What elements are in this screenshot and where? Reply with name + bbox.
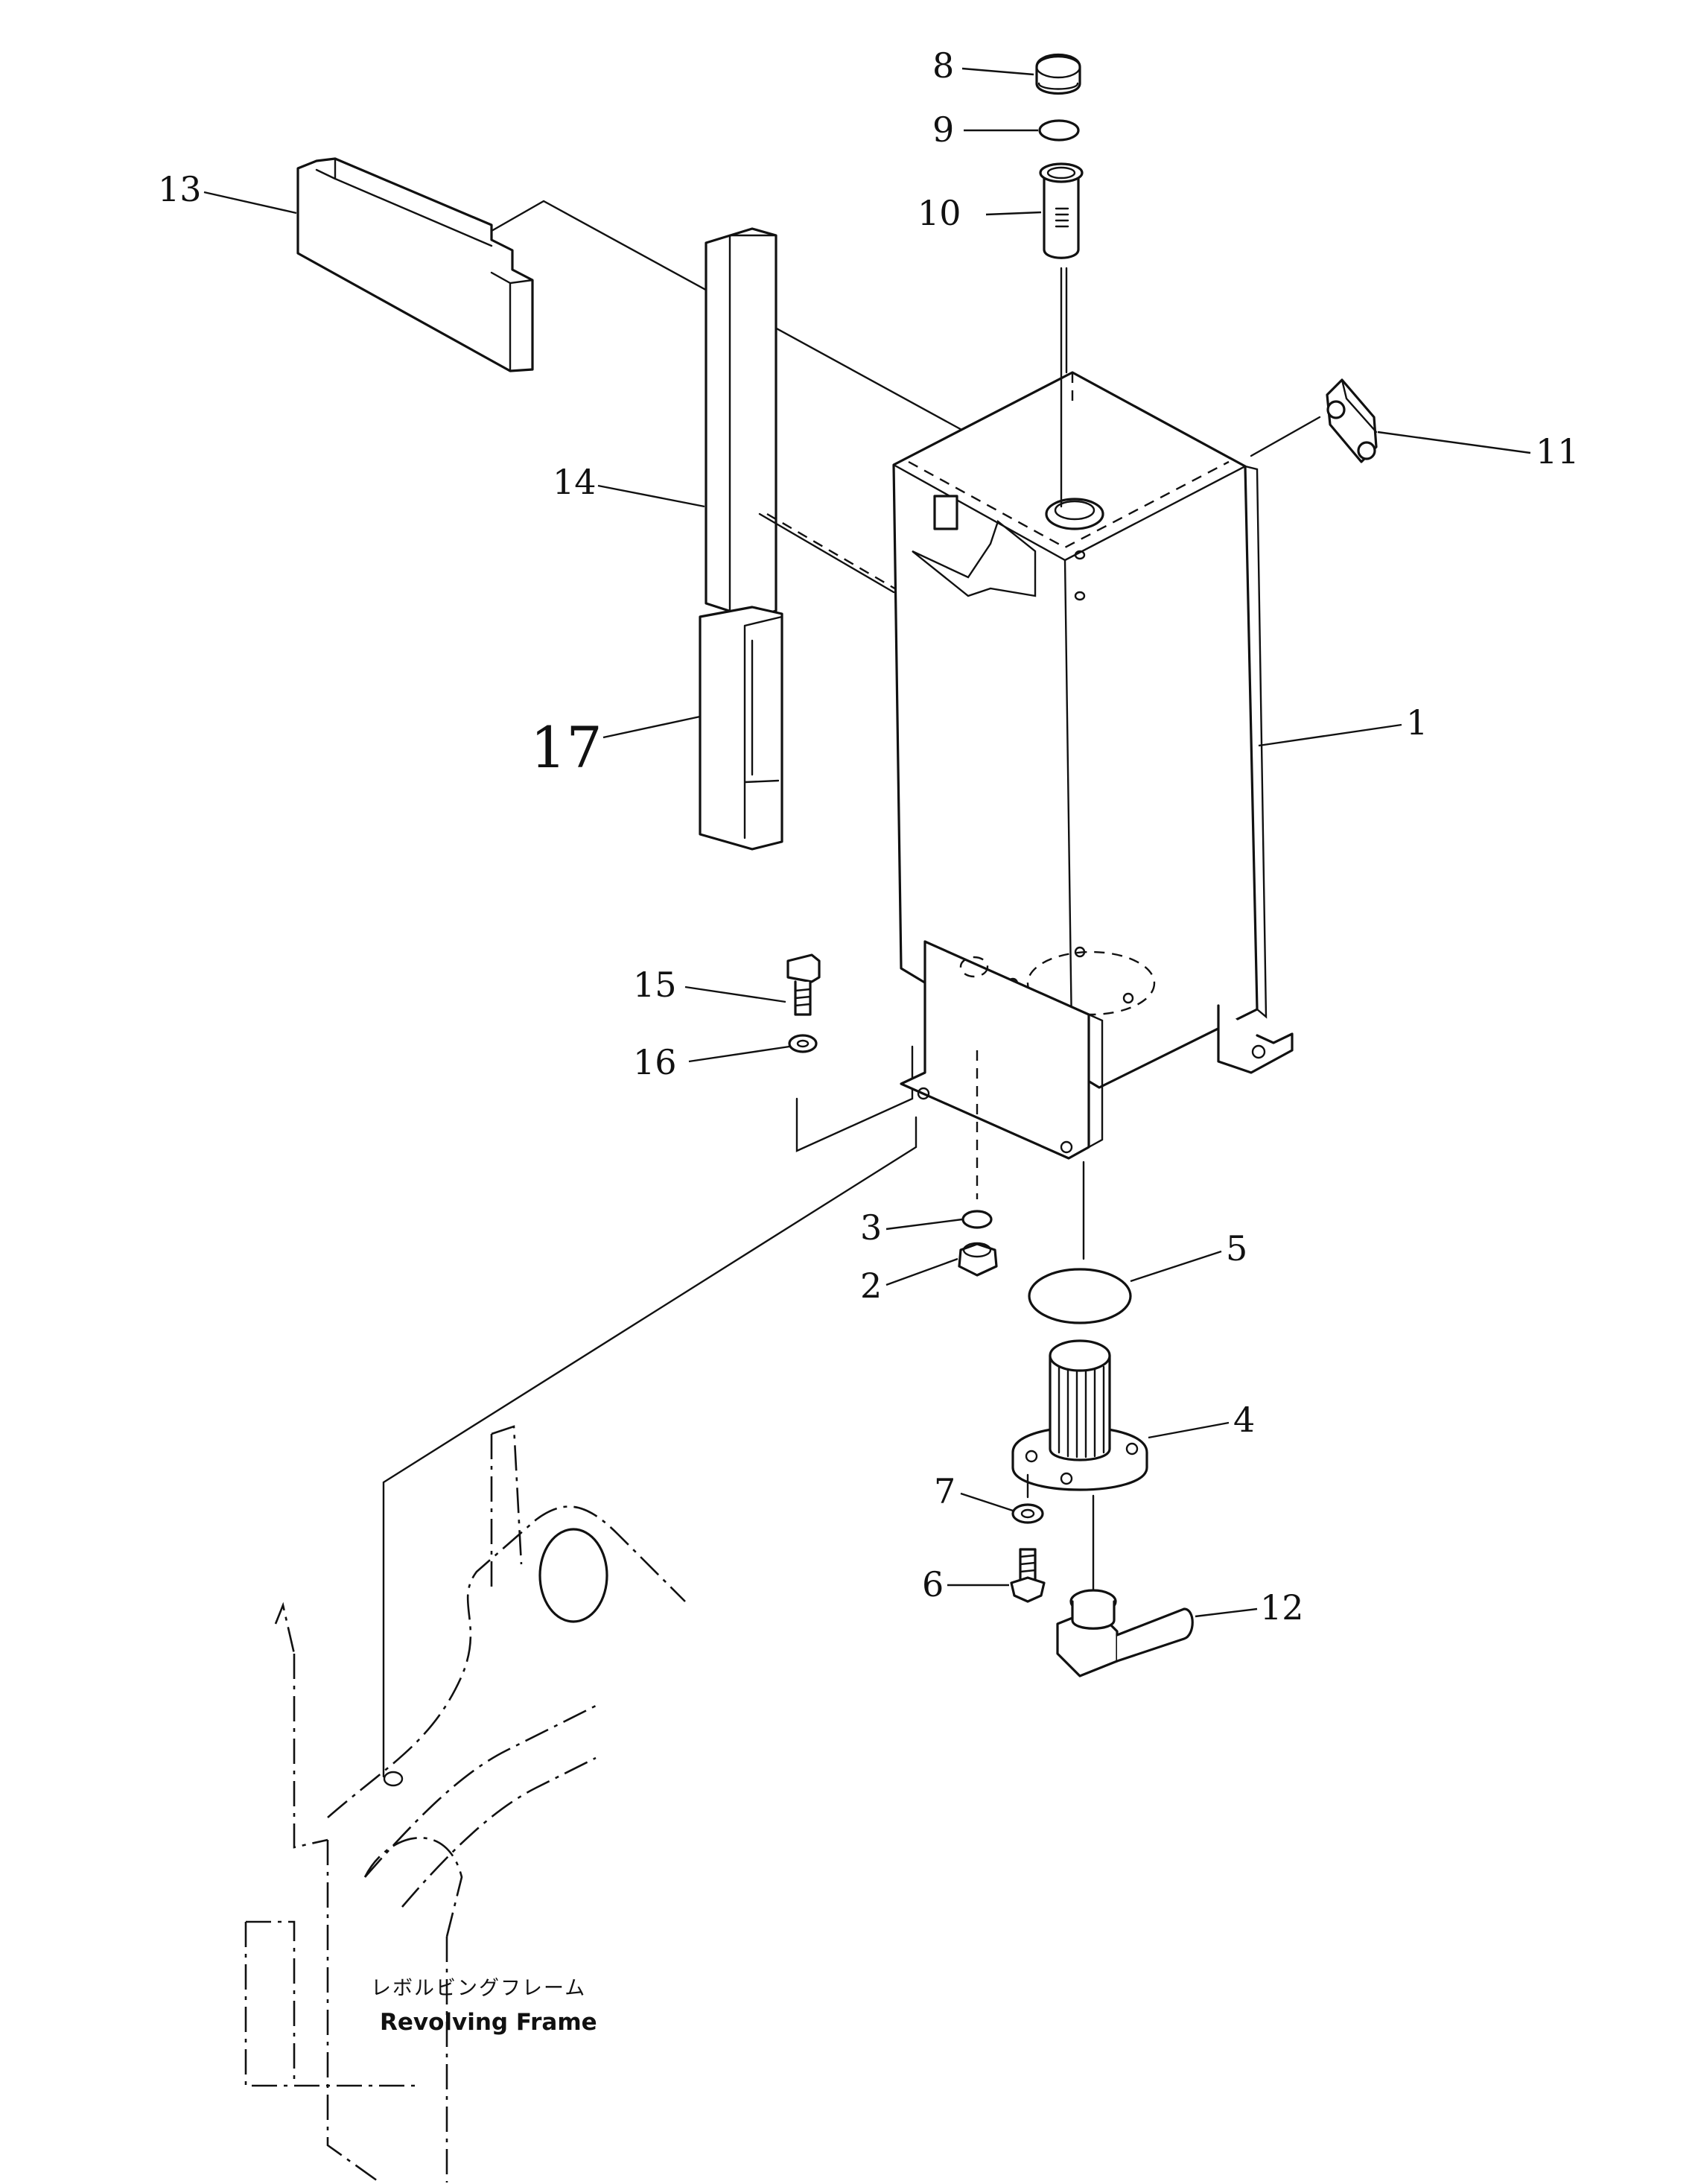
part-4-suction-strainer	[1011, 1339, 1148, 1491]
frame-pin-boss	[538, 1528, 608, 1623]
part-2-drain-plug	[958, 1242, 998, 1277]
part-5-gasket	[1028, 1268, 1132, 1324]
part-1-hydraulic-tank	[892, 371, 1294, 1089]
callout-labels: 8 9 10 11 1 13 14 17 15 16 3 2 5 4 7 6 1…	[158, 45, 1580, 1628]
frame-caption: レボルビングフレーム Revolving Frame	[371, 1977, 597, 2036]
callout-17: 17	[530, 714, 602, 781]
part-15-bolt	[786, 953, 821, 1016]
callout-7: 7	[934, 1471, 955, 1511]
callout-1: 1	[1406, 702, 1428, 743]
callout-16: 16	[633, 1042, 677, 1082]
tank-filler-neck	[1045, 498, 1104, 530]
tank-level-gauge	[933, 495, 958, 530]
frame-caption-english: Revolving Frame	[380, 2009, 597, 2036]
callout-10: 10	[918, 193, 961, 233]
part-17-bar	[699, 606, 783, 851]
callout-12: 12	[1260, 1587, 1304, 1628]
part-7-washer	[1011, 1503, 1044, 1524]
callout-13: 13	[158, 169, 202, 209]
part-10-strainer	[1039, 162, 1084, 259]
tank-mount-bracket	[900, 940, 1104, 1160]
part-6-bolt	[1010, 1548, 1046, 1603]
callout-2: 2	[860, 1266, 882, 1306]
leader-lines	[203, 67, 1531, 1618]
callout-15: 15	[633, 965, 677, 1005]
frame-caption-japanese: レボルビングフレーム	[371, 1977, 586, 2000]
part-3-o-ring	[961, 1210, 993, 1229]
part-9-gasket	[1038, 119, 1080, 142]
callout-3: 3	[860, 1207, 882, 1248]
revolving-frame: レボルビングフレーム Revolving Frame	[244, 1425, 686, 2184]
part-12-elbow	[1056, 1589, 1194, 1677]
part-13-cover	[296, 157, 534, 372]
part-8-cap	[1035, 54, 1081, 95]
callout-6: 6	[922, 1564, 944, 1604]
part-16-washer	[788, 1034, 818, 1053]
part-11-clamp	[1326, 378, 1378, 463]
frame-mount-hole	[383, 1771, 404, 1787]
part-14-bar	[705, 227, 777, 620]
callout-14: 14	[553, 462, 597, 502]
callout-11: 11	[1536, 431, 1580, 472]
callout-4: 4	[1233, 1400, 1255, 1440]
callout-8: 8	[932, 45, 954, 86]
callout-5: 5	[1226, 1228, 1247, 1269]
callout-9: 9	[932, 109, 954, 150]
